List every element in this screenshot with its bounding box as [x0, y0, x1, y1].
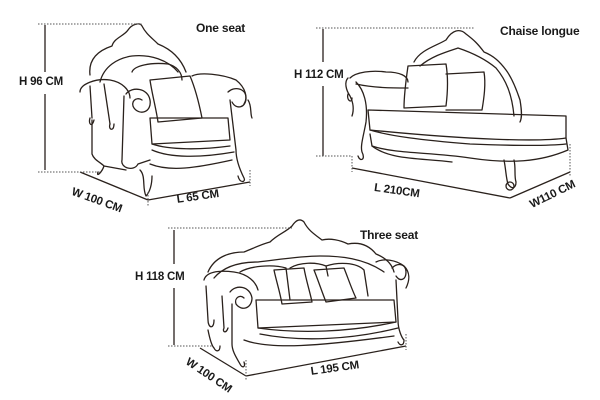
- chaise-longue-title: Chaise longue: [500, 24, 580, 38]
- three-seat-drawing: [203, 219, 410, 368]
- three-seat-height-label: H 118 CM: [135, 271, 185, 283]
- one-seat-height-label: H 96 CM: [19, 76, 63, 88]
- one-seat-title: One seat: [196, 21, 246, 35]
- chaise-longue-drawing: [345, 29, 569, 191]
- three-seat-title: Three seat: [360, 228, 419, 242]
- chaise-longue-height-label: H 112 CM: [294, 69, 344, 81]
- one-seat-drawing: [79, 23, 253, 197]
